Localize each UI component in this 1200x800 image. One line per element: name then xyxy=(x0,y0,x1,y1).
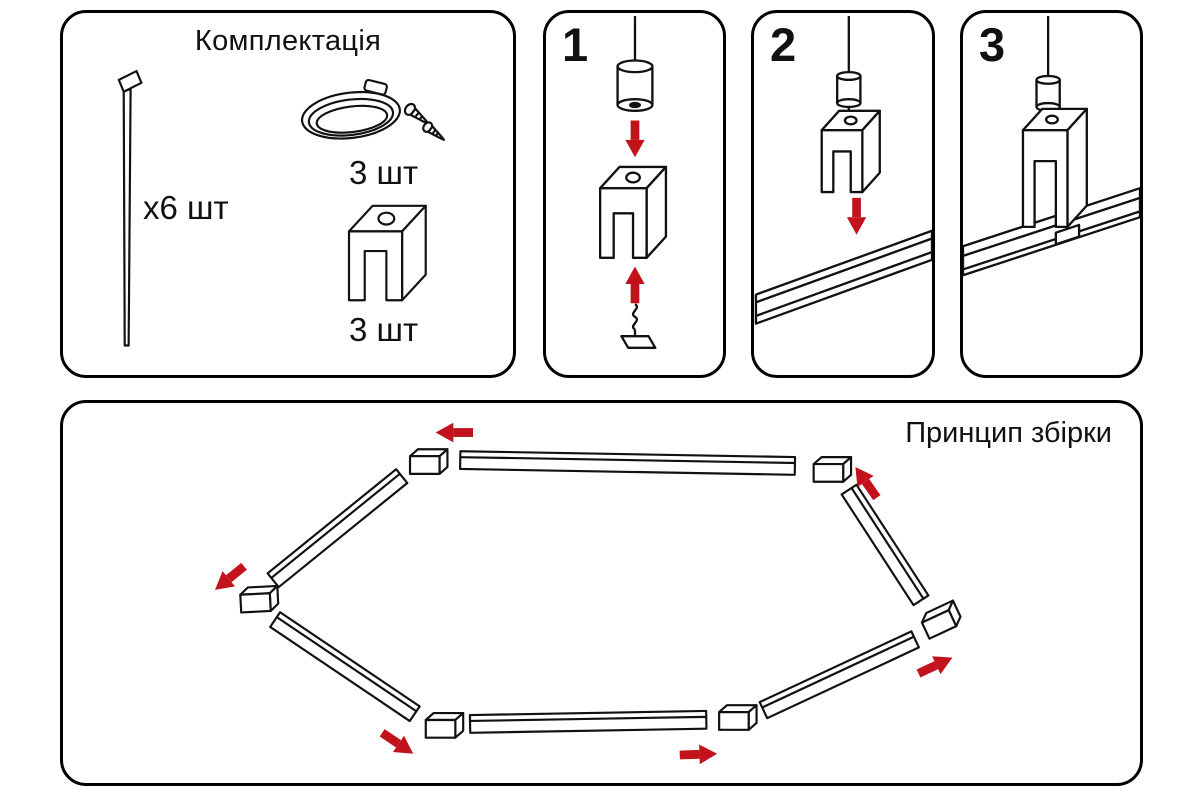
ceiling-grip-drawing xyxy=(836,70,862,113)
step1-illustration xyxy=(599,16,668,349)
corner-connector xyxy=(408,448,449,475)
step-number-1: 1 xyxy=(562,18,589,71)
step3-illustration xyxy=(963,16,1140,277)
rod-quantity-label: х6 шт xyxy=(143,189,229,226)
corner-connector xyxy=(424,712,465,739)
step2-illustration xyxy=(754,15,932,325)
step-panel-3: 3 xyxy=(960,10,1143,378)
cable-coil-drawing xyxy=(300,78,401,140)
step-number-3: 3 xyxy=(979,18,1006,71)
rail-drawing xyxy=(963,187,1140,277)
assembly-diagram xyxy=(208,422,965,765)
hexagon-frame-drawing xyxy=(238,448,965,739)
screw-icon xyxy=(403,102,446,141)
suspension-rod-drawing xyxy=(117,69,143,347)
corner-connector xyxy=(812,456,853,483)
step-panel-2: 2 xyxy=(751,10,935,378)
step-number-2: 2 xyxy=(770,18,797,71)
clip-quantity-label: 3 шт xyxy=(349,311,419,348)
rail-drawing xyxy=(754,229,932,325)
corner-connector xyxy=(718,704,758,731)
cable-quantity-label: 3 шт xyxy=(349,154,419,191)
kit-panel-title: Комплектація xyxy=(194,25,382,57)
mounting-clip-drawing xyxy=(347,204,427,302)
kit-illustration xyxy=(117,69,446,347)
red-arrow-icon xyxy=(846,197,867,235)
corner-connector xyxy=(917,599,965,640)
step-panel-1: 1 xyxy=(543,10,726,378)
set-screw-drawing xyxy=(620,303,657,349)
clip-mounted-drawing xyxy=(1021,107,1088,246)
kit-panel: Комплектація х6 шт 3 шт 3 шт xyxy=(60,10,516,378)
assembly-panel-title: Принцип збірки xyxy=(905,417,1112,449)
assembly-panel: Принцип збірки xyxy=(60,400,1143,786)
corner-connector xyxy=(238,584,280,614)
clip-drawing xyxy=(599,165,668,259)
ceiling-grip-drawing xyxy=(616,59,654,112)
clip-drawing xyxy=(820,109,881,194)
